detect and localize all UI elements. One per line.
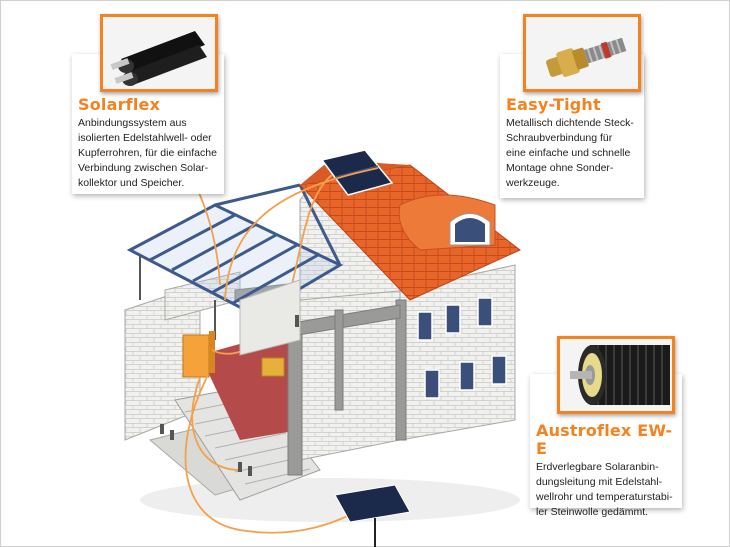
insulated-pipe-icon (557, 336, 675, 414)
product-title-easytight: Easy-Tight (506, 95, 601, 114)
brass-fitting-icon (523, 14, 641, 92)
product-title-solarflex: Solarflex (78, 95, 161, 114)
fence-posts (160, 315, 299, 476)
storage-tank (182, 331, 215, 378)
product-description-easytight: Metallisch dichtende Steck- Schraubverbi… (506, 117, 634, 189)
product-description-solarflex: Anbindungssystem aus isolierten Edelstah… (78, 117, 217, 189)
ground-solar-panel (334, 484, 411, 547)
product-description-austroflex: Erdverlegbare Solaranbin- dungsleitung m… (536, 461, 673, 518)
interior-furniture (261, 357, 285, 377)
house-side-wall (299, 264, 516, 461)
product-title-austroflex: Austroflex EW-E (536, 421, 673, 458)
twin-pipe-icon (100, 14, 218, 92)
